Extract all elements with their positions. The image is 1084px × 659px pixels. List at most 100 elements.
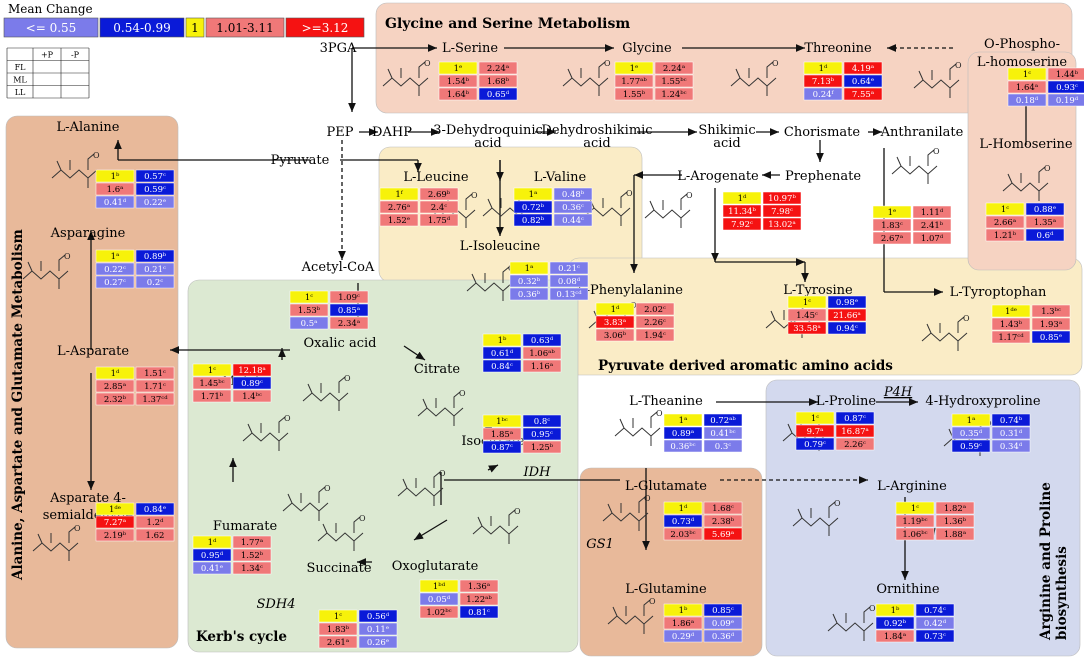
table-cell [663,514,703,528]
key-col-header: -P [71,51,80,60]
table-cell-value: 1ᵈ [679,504,688,514]
table-cell [232,535,272,549]
molecule-atom-icon: O [359,514,366,523]
table-cell [419,592,459,606]
molecule-icon [466,266,513,301]
table-cell [329,290,369,304]
metabolite-label-glycine: Glycine [622,41,672,56]
metabolite-label-valine: L-Valine [534,170,587,185]
table-cell-value: 1.25ᵇ [531,443,554,453]
table-cell [95,366,135,380]
table-cell-value: 0.72ᵃᵇ [710,416,736,426]
table-cell [843,74,883,88]
table-cell-value: 1.22ᵃᵇ [466,595,492,605]
table-cell-value: 0.84ᵉ [144,505,166,515]
table-cell [135,275,175,289]
table-cell-value: 1ᶜ [811,414,819,424]
metabolite-label-tyrosine: L-Tyrosine [783,283,853,298]
table-cell-value: 1.24ᵇᶜ [661,90,686,100]
molecule-icon [417,391,464,426]
table-cell-value: 1ᵈ [611,305,620,315]
table-cell-value: 2.26ᶜ [844,440,866,450]
table-cell-value: 0.94ᶜ [836,324,858,334]
table-cell-value: 1ᵇ [498,336,507,346]
table-cell [951,426,991,440]
table-cell [635,328,675,342]
table-cell-value: 0.82ᵇ [522,216,545,226]
table-cell-value: 1.55ᵇ [623,90,646,100]
table-cell-value: 1ᵇᵈ [433,582,446,592]
table-cell [135,502,175,516]
table-cell-value: 0.57ᶜ [144,172,166,182]
table-cell-value: 2.24ᵃ [487,64,510,74]
table-cell [135,195,175,209]
table-cell-value: 1.71ᶜ [144,382,166,392]
key-row-header: FL [15,63,27,72]
molecule-icon [302,376,349,411]
table-cell [614,87,654,101]
key-row-header: ML [13,76,27,85]
metabolite-label-chorismate: Chorismate [784,125,860,140]
legend-swatch [205,17,285,38]
table-cell-value: 0.59ᶜ [144,185,166,195]
table-cell [827,308,867,322]
table-cell [192,535,232,549]
table-cell-value: 0.95ᵈ [201,551,224,561]
molecule-atom-icon: O [471,191,478,200]
table-cell-value: 4.19ᵃ [852,64,875,74]
table-cell [722,204,762,218]
table-cell-value: 0.85ᵉ [1040,333,1062,343]
table-cell [835,437,875,451]
table-cell [985,215,1025,229]
legend-label: <= 0.55 [26,21,77,35]
legend-swatch [285,17,365,38]
table-cell [635,315,675,329]
table-cell-value: 0.18ᵈ [1016,96,1039,106]
table-cell-value: 0.36ᵇ [518,290,541,300]
table-cell [358,609,398,623]
table-cell [549,287,589,301]
table-cell [419,213,459,227]
table-cell [459,605,499,619]
table-cell [614,61,654,75]
table-cell-value: 1ᵃ [111,252,120,262]
table-cell-value: 0.95ᶜ [531,430,553,440]
table-cell-value: 1.37ᶜᵈ [142,395,168,405]
table-cell-value: 0.64ᵉ [852,77,874,87]
table-cell [1025,228,1065,242]
table-cell-value: 9.7ᵃ [807,427,825,437]
molecule-icon [614,411,661,446]
table-cell-value: 21.66ᵃ [833,311,861,321]
table-cell [1047,93,1084,107]
table-cell-value: 10.97ᵇ [768,194,796,204]
molecule-icon [472,509,519,544]
table-cell [663,629,703,643]
molecule-atom-icon: O [514,507,521,516]
table-cell-value: 0.74ᵇ [1000,416,1023,426]
metabolite-label-glutamine: L-Glutamine [625,582,707,597]
molecule-icon [921,316,968,351]
table-cell-value: 1.68ᶜ [712,504,734,514]
table-cell-value: 1.21ᵇ [994,231,1017,241]
table-cell [1047,80,1084,94]
table-cell [595,328,635,342]
table-cell [482,440,522,454]
table-cell [991,413,1031,427]
table-cell-value: 1ᵃ [529,190,538,200]
table-cell-value: 2.66ᵃ [994,218,1017,228]
table-cell-value: 1.77ᵃᵇ [621,77,647,87]
molecule-atom-icon: O [93,151,100,160]
table-cell-value: 1.6ᵃ [107,185,125,195]
table-cell-value: 0.34ᵈ [1000,442,1023,452]
table-cell [192,389,232,403]
legend-swatch [3,17,99,38]
table-cell-value: 0.6ᵈ [1037,231,1055,241]
table-cell [522,440,562,454]
